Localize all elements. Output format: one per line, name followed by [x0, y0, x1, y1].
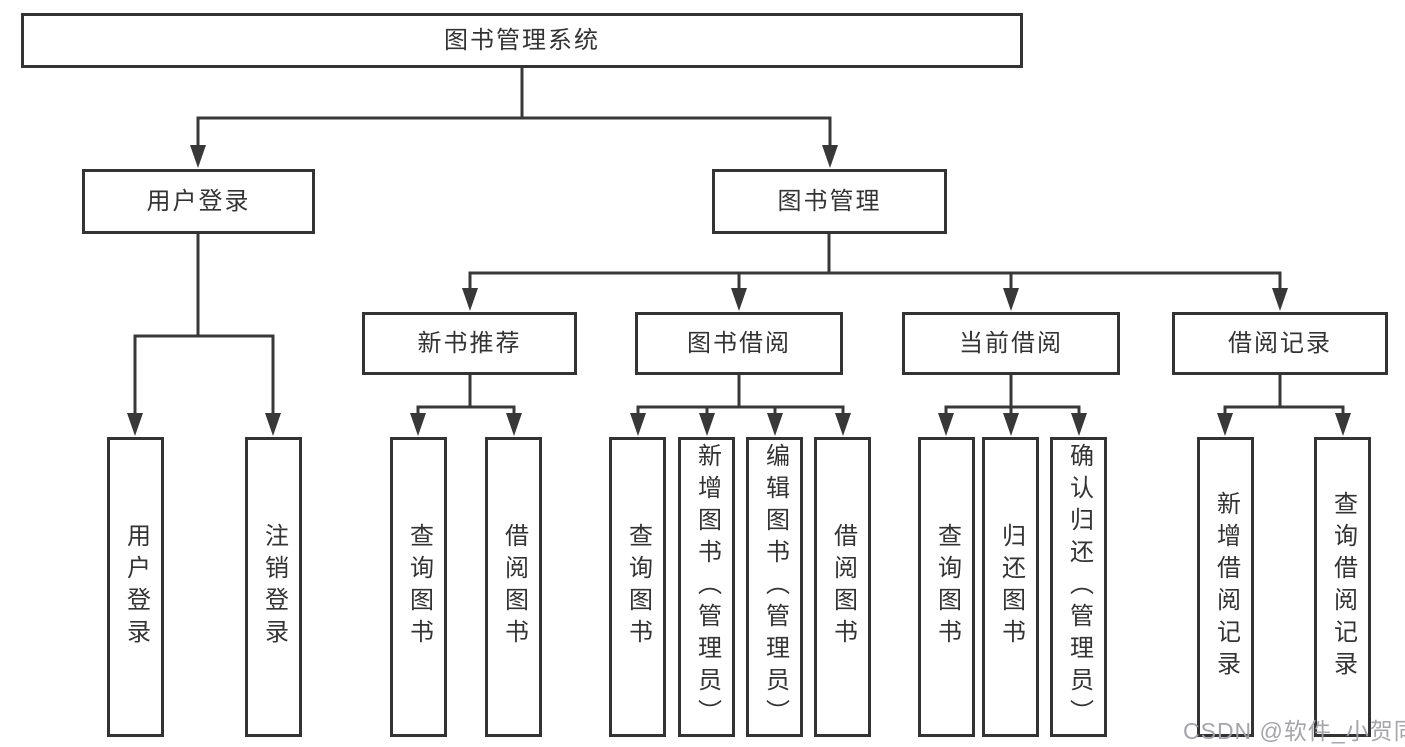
node-label: 借阅图书 [829, 523, 857, 651]
node-library-management-system: 图书管理系统 [21, 13, 1023, 68]
node-label: 图书管理 [777, 187, 882, 215]
node-label: 当前借阅 [959, 329, 1063, 357]
node-query-books-recommend: 查询图书 [390, 437, 447, 737]
arrow-down-icon [1071, 413, 1087, 436]
arrow-down-icon [190, 145, 206, 168]
node-label: 借阅记录 [1228, 329, 1332, 357]
node-label: 查询图书 [933, 523, 961, 651]
node-label: 用户登录 [146, 187, 251, 215]
connector-borrow-records [1223, 375, 1345, 416]
node-label: 用户登录 [122, 523, 150, 651]
arrow-down-icon [699, 413, 715, 436]
arrow-down-icon [835, 413, 851, 436]
node-label: 借阅图书 [500, 523, 528, 651]
connector-book-management [468, 234, 1282, 292]
node-book-borrowing: 图书借阅 [635, 312, 843, 375]
node-logout: 注销登录 [245, 437, 302, 737]
node-new-book-recommendation: 新书推荐 [362, 312, 577, 375]
node-label: 查询借阅记录 [1329, 491, 1357, 683]
arrow-down-icon [731, 288, 747, 311]
node-label: 归还图书 [997, 523, 1025, 651]
node-borrow-books-recommend: 借阅图书 [485, 437, 542, 737]
arrow-down-icon [630, 413, 646, 436]
arrow-down-icon [1217, 413, 1233, 436]
arrow-down-icon [1335, 413, 1351, 436]
arrow-down-icon [1272, 288, 1288, 311]
node-query-books-current: 查询图书 [918, 437, 975, 737]
node-add-borrow-record: 新增借阅记录 [1197, 437, 1254, 737]
connector-new-book [416, 375, 516, 416]
node-return-books: 归还图书 [982, 437, 1039, 737]
node-book-management: 图书管理 [712, 169, 947, 234]
arrow-down-icon [410, 413, 426, 436]
node-label: 新书推荐 [417, 329, 522, 357]
node-label: 新增图书（管理员） [693, 443, 721, 731]
node-user-login: 用户登录 [82, 169, 315, 234]
node-add-books-admin: 新增图书（管理员） [678, 437, 735, 737]
node-edit-books-admin: 编辑图书（管理员） [746, 437, 803, 737]
node-query-borrow-record: 查询借阅记录 [1314, 437, 1371, 737]
node-label: 查询图书 [624, 523, 652, 651]
node-label: 图书管理系统 [444, 26, 600, 54]
connector-user-login [133, 234, 275, 416]
connector-book-borrow [636, 375, 845, 416]
node-label: 确认归还（管理员） [1065, 443, 1093, 731]
arrow-down-icon [767, 413, 783, 436]
node-query-books-borrowing: 查询图书 [609, 437, 666, 737]
node-label: 编辑图书（管理员） [761, 443, 789, 731]
node-borrowing-records: 借阅记录 [1172, 312, 1388, 375]
node-label: 注销登录 [260, 523, 288, 651]
arrow-down-icon [1003, 288, 1019, 311]
arrow-down-icon [506, 413, 522, 436]
arrow-down-icon [1003, 413, 1019, 436]
arrow-down-icon [938, 413, 954, 436]
node-label: 查询图书 [405, 523, 433, 651]
arrow-down-icon [462, 288, 478, 311]
node-user-login-leaf: 用户登录 [107, 437, 164, 737]
connector-root [196, 68, 832, 150]
connector-current-borrow [944, 375, 1081, 416]
csdn-watermark: CSDN @软件_小贺同学 [1183, 718, 1405, 744]
node-label: 新增借阅记录 [1212, 491, 1240, 683]
node-confirm-return-admin: 确认归还（管理员） [1050, 437, 1107, 737]
node-current-borrowing: 当前借阅 [902, 312, 1120, 375]
arrow-down-icon [822, 145, 838, 168]
arrow-down-icon [265, 413, 281, 436]
node-borrow-books-leaf: 借阅图书 [814, 437, 871, 737]
arrow-down-icon [127, 413, 143, 436]
node-label: 图书借阅 [687, 329, 791, 357]
